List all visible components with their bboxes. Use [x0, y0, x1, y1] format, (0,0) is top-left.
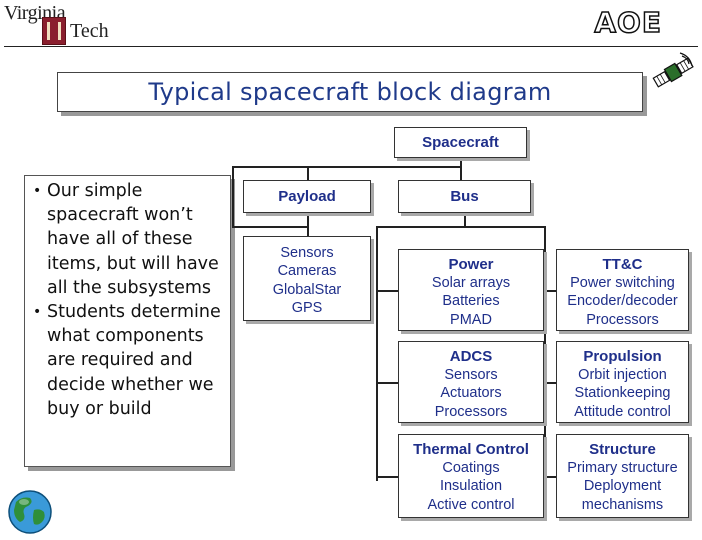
block-propulsion: Propulsion Orbit injection Stationkeepin… — [556, 341, 689, 423]
block-bus: Bus — [398, 180, 531, 213]
block-structure-label: Structure — [589, 441, 656, 458]
block-item: Insulation — [439, 478, 503, 495]
block-item: Processors — [434, 403, 508, 420]
connector-line — [232, 226, 307, 228]
vt-logo-icon: Virginia Tech — [4, 2, 109, 46]
connector-line — [376, 226, 378, 481]
block-item: Encoder/decoder — [567, 293, 678, 310]
block-adcs-label: ADCS — [449, 348, 493, 365]
connector-line — [460, 158, 462, 166]
connector-line — [544, 382, 556, 384]
connector-line — [376, 382, 398, 384]
block-item: Processors — [586, 311, 659, 328]
block-thermal-control: Thermal Control Coatings Insulation Acti… — [398, 434, 544, 518]
block-bus-label: Bus — [450, 188, 479, 205]
block-item: Batteries — [442, 293, 500, 310]
connector-line — [232, 166, 234, 227]
satellite-icon — [652, 52, 694, 88]
block-item: Attitude control — [574, 403, 671, 420]
connector-line — [307, 213, 309, 236]
block-item: Sensors — [280, 245, 334, 261]
block-item: mechanisms — [581, 496, 664, 513]
block-item: Actuators — [440, 385, 502, 402]
bullet-item: • Students determine what components are … — [33, 300, 224, 421]
block-payload-label: Payload — [278, 188, 336, 205]
connector-line — [464, 213, 466, 227]
block-item: Sensors — [444, 367, 498, 383]
block-item: Stationkeeping — [574, 385, 671, 402]
connector-line — [544, 226, 546, 481]
connector-line — [376, 476, 398, 478]
connector-line — [544, 290, 556, 292]
block-payload: Payload — [243, 180, 371, 213]
block-ttc-label: TT&C — [602, 256, 643, 273]
block-item: Orbit injection — [578, 367, 667, 383]
block-thermal-control-label: Thermal Control — [413, 441, 529, 458]
bullet-text: Students determine what components are r… — [47, 302, 221, 419]
globe-icon — [8, 490, 52, 534]
block-item: GlobalStar — [272, 281, 342, 298]
connector-line — [232, 166, 461, 168]
block-spacecraft-label: Spacecraft — [422, 134, 499, 151]
bullet-text: Our simple spacecraft won’t have all of … — [47, 181, 219, 298]
block-power-label: Power — [448, 256, 494, 273]
block-item: Coatings — [442, 460, 500, 476]
bullet-dot-icon: • — [33, 304, 42, 321]
connector-line — [460, 166, 462, 180]
department-logo: AOE — [594, 5, 662, 40]
block-item: Cameras — [277, 263, 337, 280]
vt-shield-icon — [42, 17, 66, 45]
block-item: Primary structure — [567, 460, 678, 476]
block-spacecraft: Spacecraft — [394, 127, 527, 158]
block-item: Deployment — [583, 478, 662, 495]
block-structure: Structure Primary structure Deployment m… — [556, 434, 689, 518]
page-title: Typical spacecraft block diagram — [148, 78, 552, 106]
bullet-item: • Our simple spacecraft won’t have all of… — [33, 179, 224, 300]
block-propulsion-label: Propulsion — [583, 348, 662, 365]
block-item: Power switching — [570, 275, 675, 291]
block-payload-items: Sensors Cameras GlobalStar GPS — [243, 236, 371, 321]
connector-line — [544, 476, 556, 478]
block-item: Solar arrays — [431, 275, 511, 291]
block-item: Active control — [427, 496, 515, 513]
connector-line — [376, 290, 398, 292]
block-adcs: ADCS Sensors Actuators Processors — [398, 341, 544, 423]
bullet-list: • Our simple spacecraft won’t have all of… — [24, 175, 231, 467]
bullet-dot-icon: • — [33, 183, 42, 199]
connector-line — [376, 226, 545, 228]
vt-logo-line2: Tech — [70, 20, 109, 42]
header-divider — [4, 46, 698, 47]
block-item: GPS — [291, 299, 323, 316]
block-item: PMAD — [450, 311, 492, 328]
block-ttc: TT&C Power switching Encoder/decoder Pro… — [556, 249, 689, 331]
connector-line — [307, 166, 309, 180]
block-power: Power Solar arrays Batteries PMAD — [398, 249, 544, 331]
title-box: Typical spacecraft block diagram — [57, 72, 643, 112]
